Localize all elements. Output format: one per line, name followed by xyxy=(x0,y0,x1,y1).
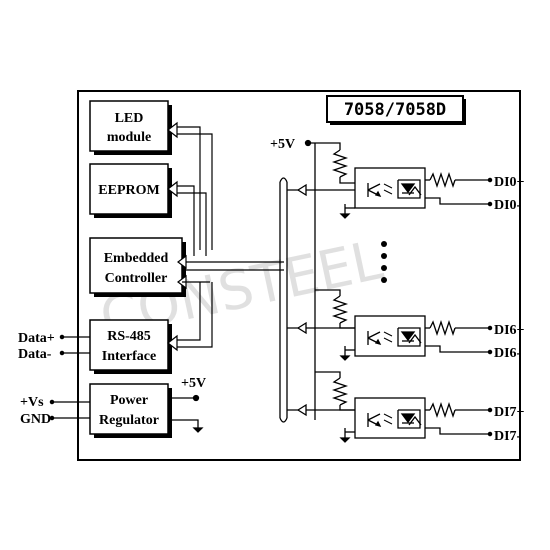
regulator-output xyxy=(172,394,204,433)
gnd-label: GND xyxy=(20,412,51,427)
led-module-block: LED module xyxy=(89,100,172,155)
vs-label: +Vs xyxy=(20,395,44,410)
rs485-label-2: Interface xyxy=(102,349,156,364)
controller-bus-arrows xyxy=(167,121,284,352)
channel-ellipsis xyxy=(381,241,387,283)
channel-7-isolator xyxy=(287,397,493,443)
di0-plus-label: DI0+ xyxy=(494,175,525,190)
input-data-bus xyxy=(279,177,288,423)
supply-label-top: +5V xyxy=(270,137,295,152)
supply-label-regulator: +5V xyxy=(181,376,206,391)
eeprom-label: EEPROM xyxy=(98,183,159,198)
di7-plus-label: DI7+ xyxy=(494,405,525,420)
rs485-interface-block: RS-485 Interface xyxy=(89,319,172,374)
channel-0-isolator xyxy=(287,167,493,219)
rs485-label-1: RS-485 xyxy=(107,329,151,344)
di6-plus-label: DI6+ xyxy=(494,323,525,338)
eeprom-block: EEPROM xyxy=(89,163,172,218)
di7-minus-label: DI7- xyxy=(494,429,522,444)
data-minus-label: Data- xyxy=(18,347,52,362)
title-box: 7058/7058D xyxy=(326,95,466,125)
power-label-1: Power xyxy=(110,393,148,408)
channel-6-isolator xyxy=(287,315,493,361)
left-pin-wires xyxy=(49,334,90,421)
data-plus-label: Data+ xyxy=(18,331,55,346)
device-frame xyxy=(77,90,521,461)
model-title: 7058/7058D xyxy=(344,100,446,120)
di0-minus-label: DI0- xyxy=(494,198,522,213)
embedded-controller-block: Embedded Controller xyxy=(89,237,186,297)
controller-label-2: Controller xyxy=(105,271,168,286)
di6-minus-label: DI6- xyxy=(494,346,522,361)
power-label-2: Regulator xyxy=(99,413,159,428)
led-module-label-1: LED xyxy=(115,111,144,126)
power-regulator-block: Power Regulator xyxy=(89,383,172,438)
led-module-label-2: module xyxy=(107,130,151,145)
controller-label-1: Embedded xyxy=(104,251,169,266)
